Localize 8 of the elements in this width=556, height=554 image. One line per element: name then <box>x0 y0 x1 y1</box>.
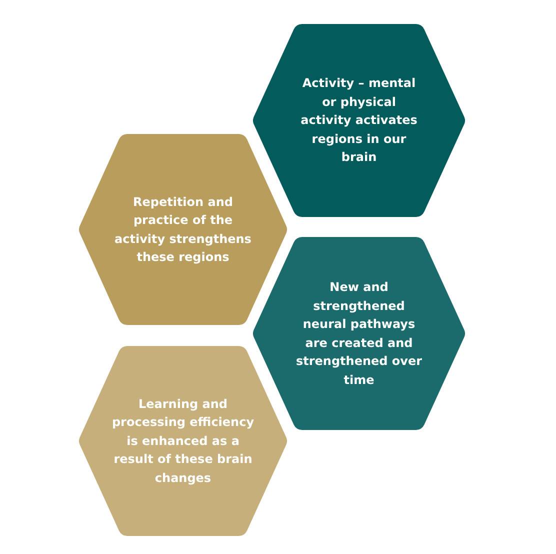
hexagon <box>253 237 465 430</box>
step-text: Activity – mental or physical activity activates regions in our brain <box>300 75 418 166</box>
hexagon <box>79 346 287 536</box>
step-text: Repetition and practice of the activity strengthens these regions <box>114 194 252 266</box>
step-text: New and strengthened neural pathways are created and strengthened over time <box>294 279 424 388</box>
hexagon <box>79 134 287 325</box>
hexagon <box>253 24 465 217</box>
step-text: Learning and processing efficiency is enhanced as a result of these brain changes <box>110 396 256 487</box>
